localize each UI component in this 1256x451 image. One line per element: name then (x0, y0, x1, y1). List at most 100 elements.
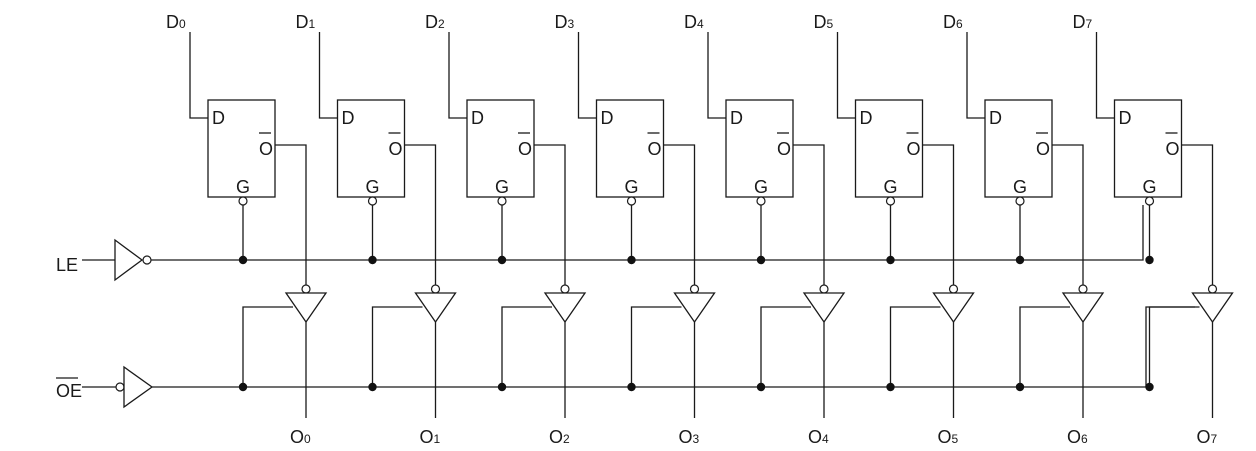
oe-junction-3 (627, 382, 636, 392)
latch-q-pin-5: O (907, 139, 921, 159)
input-label-d2: D2 (425, 12, 445, 32)
q-output-wire-6 (1052, 144, 1084, 285)
oe-junction-6 (1015, 382, 1025, 392)
d-input-wire-5 (836, 32, 856, 119)
latch-q-pin-3: O (648, 139, 662, 159)
output-buffer-7 (1191, 292, 1234, 324)
output-label-o0: O0 (290, 427, 311, 447)
oe-tap-wire-2 (501, 306, 552, 387)
buffer-enable-bubble-3 (689, 284, 700, 294)
le-junction-0 (238, 255, 248, 265)
q-output-wire-0 (275, 144, 307, 285)
g-bubble-4 (756, 196, 766, 206)
buffer-enable-bubble-7 (1207, 284, 1218, 294)
oe-tap-wire-7 (1148, 306, 1200, 387)
oe-junction-2 (497, 382, 507, 392)
latch-6 (984, 99, 1053, 198)
input-label-d0: D0 (166, 12, 186, 32)
latch-0 (207, 99, 276, 198)
buffer-enable-bubble-1 (430, 284, 441, 294)
oe-junction-0 (238, 382, 248, 392)
output-buffer-0 (284, 292, 328, 324)
latch-d-pin-5: D (860, 108, 873, 128)
latch-g-pin-1: G (366, 177, 380, 197)
le-junction-7 (1145, 255, 1154, 265)
d-input-wire-7 (1095, 32, 1115, 119)
latch-g-pin-0: G (236, 177, 250, 197)
buffer-enable-bubble-6 (1078, 284, 1088, 294)
latch-d-pin-1: D (342, 108, 355, 128)
g-bubble-1 (367, 196, 378, 206)
latch-g-pin-6: G (1013, 177, 1027, 197)
le-label: LE (56, 255, 78, 275)
le-junction-5 (886, 255, 895, 265)
latch-d-pin-3: D (601, 108, 614, 128)
oe-label: OE (56, 381, 82, 401)
oe-tap-wire-1 (371, 306, 423, 387)
input-label-d1: D1 (296, 12, 316, 32)
output-buffer-4 (802, 292, 846, 324)
latch-q-pin-6: O (1036, 139, 1050, 159)
latch-q-pin-7: O (1166, 139, 1180, 159)
input-label-d4: D4 (684, 12, 704, 32)
latch-d-pin-2: D (471, 108, 484, 128)
output-buffer-6 (1061, 292, 1105, 324)
oe-tap-wire-0 (242, 306, 293, 387)
oe-junction-7 (1145, 382, 1154, 392)
le-inverter-bubble (142, 255, 152, 265)
oe-tap-wire-4 (760, 306, 811, 387)
labels: D0DOGO0D1DOGO1D2DOGO2D3DOGO3D4DOGO4D5DOG… (56, 12, 1218, 447)
latch-d-pin-6: D (989, 108, 1002, 128)
latch-d-pin-4: D (730, 108, 743, 128)
oe-junction-5 (886, 382, 895, 392)
latch-g-pin-7: G (1143, 177, 1157, 197)
input-label-d5: D5 (814, 12, 834, 32)
oe-junction-4 (756, 382, 766, 392)
oe-tap-wire-5 (889, 306, 941, 387)
g-bubble-3 (626, 196, 637, 206)
output-buffer-2 (543, 292, 587, 324)
latch-q-pin-2: O (518, 139, 532, 159)
oe-bus (152, 306, 1195, 388)
g-bubble-5 (885, 196, 896, 206)
le-junction-1 (368, 255, 377, 265)
wires (82, 32, 1214, 418)
gates (56, 99, 1234, 409)
latch-q-pin-0: O (259, 139, 273, 159)
d-input-wire-4 (707, 32, 726, 119)
d-input-wire-2 (448, 32, 467, 119)
g-bubble-2 (497, 196, 507, 206)
q-output-wire-4 (793, 144, 825, 285)
d-input-wire-0 (189, 32, 208, 119)
input-label-d7: D7 (1073, 12, 1093, 32)
latch-q-pin-4: O (777, 139, 791, 159)
q-output-wire-7 (1181, 144, 1214, 285)
output-label-o7: O7 (1197, 427, 1218, 447)
d-input-wire-6 (966, 32, 985, 119)
buffer-enable-bubble-5 (948, 284, 959, 294)
q-output-wire-3 (663, 144, 696, 285)
oe-buffer (123, 365, 154, 409)
g-bubble-0 (238, 196, 248, 206)
g-bubble-7 (1144, 196, 1155, 206)
oe-junction-1 (368, 382, 377, 392)
output-label-o6: O6 (1067, 427, 1088, 447)
g-bubble-6 (1015, 196, 1025, 206)
oe-tap-wire-3 (630, 306, 682, 387)
output-buffer-1 (414, 292, 457, 324)
latch-d-pin-7: D (1119, 108, 1132, 128)
latch-4 (725, 99, 794, 198)
buffer-enable-bubble-2 (560, 284, 570, 294)
output-buffer-3 (673, 292, 716, 324)
latch-g-pin-4: G (754, 177, 768, 197)
buffer-enable-bubble-0 (301, 284, 311, 294)
latch-g-pin-2: G (495, 177, 509, 197)
le-bus (151, 205, 1144, 261)
output-label-o3: O3 (679, 427, 700, 447)
output-label-o5: O5 (938, 427, 959, 447)
latch-q-pin-1: O (389, 139, 403, 159)
latch-d-pin-0: D (212, 108, 225, 128)
oe-input-bubble (115, 382, 125, 392)
d-input-wire-1 (318, 32, 338, 119)
